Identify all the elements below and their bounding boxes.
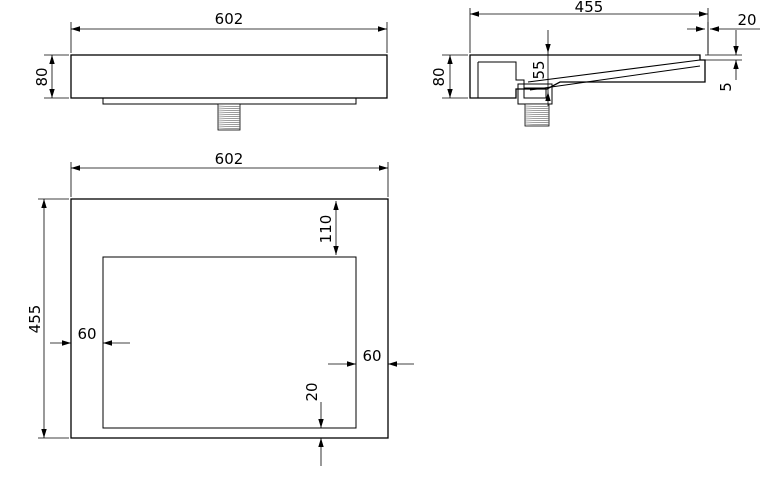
- top-view-drain-thread: [217, 103, 241, 131]
- side-view-cavity: [477, 61, 525, 98]
- drain-thread-line: [217, 115, 241, 118]
- side-height-label: 80: [430, 67, 448, 86]
- side-depth-label: 455: [575, 0, 604, 16]
- plan-back-margin-label: 110: [317, 215, 335, 244]
- side-drain-body: [517, 83, 553, 105]
- side-drain-depth-label: 55: [530, 60, 548, 79]
- plan-right-margin-label: 60: [362, 347, 381, 365]
- top-view: 602 80: [33, 10, 388, 131]
- plan-left-margin-label: 60: [77, 325, 96, 343]
- top-view-underside: [102, 97, 357, 105]
- drain-thread-line: [217, 117, 241, 120]
- basin-slope-lower: [529, 65, 701, 91]
- drain-thread-line: [524, 123, 550, 126]
- drain-thread-line: [524, 109, 550, 112]
- drain-thread-line: [524, 121, 550, 124]
- side-slope-label: 5: [717, 82, 735, 92]
- drain-thread-line: [217, 113, 241, 116]
- plan-view: 602 455 110 60 60 20: [26, 150, 414, 466]
- side-view-drain-thread: [524, 103, 550, 127]
- drain-thread-line: [524, 111, 550, 114]
- drain-thread-line: [217, 127, 241, 130]
- drain-thread-line: [524, 107, 550, 110]
- top-width-label: 602: [215, 10, 244, 28]
- side-lip-label: 20: [737, 11, 756, 29]
- drain-thread-line: [524, 115, 550, 118]
- drain-thread-line: [217, 111, 241, 114]
- side-view-outline: [469, 54, 706, 99]
- basin-slope-upper: [527, 59, 701, 83]
- drain-thread-line: [217, 119, 241, 122]
- drain-thread-line: [524, 113, 550, 116]
- plan-depth-label: 455: [26, 305, 44, 334]
- plan-width-label: 602: [215, 150, 244, 168]
- drain-thread-line: [217, 121, 241, 124]
- drain-thread-line: [217, 109, 241, 112]
- drain-thread-line: [524, 117, 550, 120]
- drain-thread-line: [217, 105, 241, 108]
- plan-view-outer: [70, 198, 389, 439]
- drain-thread-line: [217, 125, 241, 128]
- drain-thread-line: [217, 123, 241, 126]
- plan-front-margin-label: 20: [303, 382, 321, 401]
- top-height-label: 80: [33, 67, 51, 86]
- drain-thread-line: [524, 119, 550, 122]
- top-view-body: [70, 54, 388, 99]
- side-view: 455 20 80 55 5: [430, 0, 760, 127]
- drain-thread-line: [217, 107, 241, 110]
- drain-thread-line: [524, 105, 550, 108]
